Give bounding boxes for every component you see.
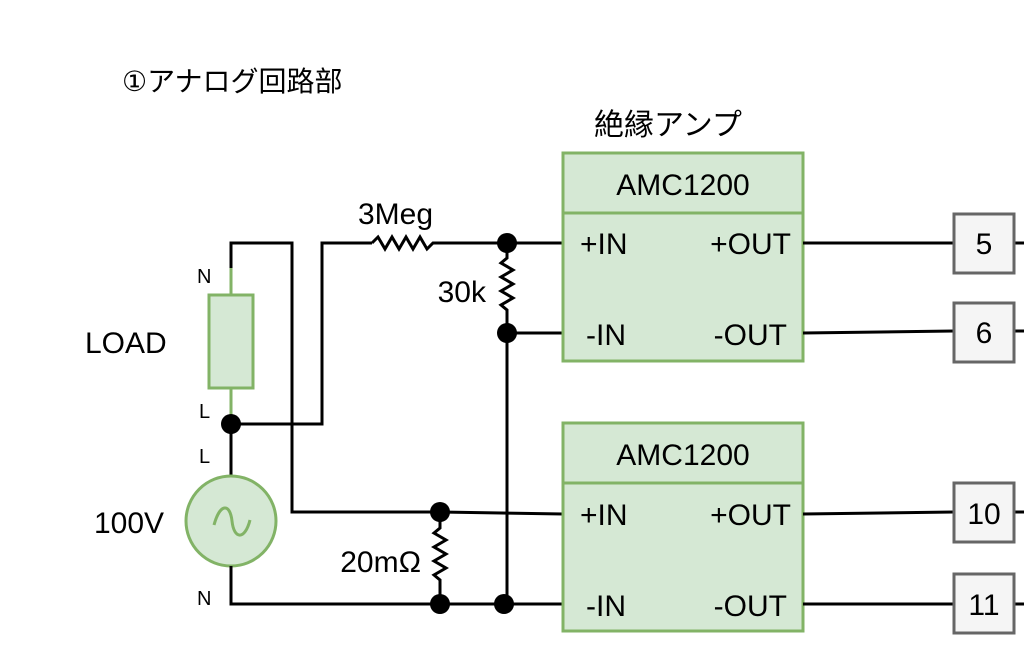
- wire-source-n: [229, 566, 563, 606]
- terminal-label: 10: [967, 498, 1000, 531]
- wire-load-n: [229, 241, 440, 514]
- section-title: ①アナログ回路部: [122, 65, 343, 98]
- terminal-label: 11: [968, 589, 999, 622]
- wire-l-to-divider: [231, 241, 372, 426]
- load-label: LOAD: [85, 327, 167, 360]
- pin-out-neg: -OUT: [714, 590, 787, 623]
- terminal-6: 6: [952, 301, 1016, 364]
- pin-in-neg: -IN: [586, 590, 626, 623]
- amp-group-label: 絶縁アンプ: [594, 108, 742, 143]
- load-pin-l: L: [199, 401, 210, 423]
- resistor-shunt: [431, 512, 449, 604]
- junction-dot: [497, 323, 517, 343]
- amp-part-label: AMC1200: [616, 169, 749, 202]
- pin-out-pos: +OUT: [710, 499, 791, 532]
- load-element: [207, 293, 255, 390]
- terminal-label: 6: [976, 317, 993, 350]
- amplifier-2: AMC1200 +IN -IN +OUT -OUT: [561, 421, 805, 633]
- junction-dot: [494, 594, 514, 614]
- wire-out-6: [802, 329, 955, 335]
- wire-amp2-in-pos: [439, 510, 564, 516]
- pin-in-pos: +IN: [580, 228, 628, 261]
- terminal-11: 11: [952, 572, 1016, 635]
- junction-dot: [221, 414, 241, 434]
- terminal-5: 5: [952, 212, 1016, 275]
- amplifier-1: AMC1200 +IN -IN +OUT -OUT: [561, 151, 805, 363]
- pin-in-neg: -IN: [586, 319, 626, 352]
- resistor-3meg: [370, 234, 507, 252]
- resistor-3meg-label: 3Meg: [358, 198, 433, 231]
- amp-body: [561, 481, 805, 633]
- pin-out-pos: +OUT: [710, 228, 791, 261]
- amp-header: [561, 151, 805, 215]
- junction-dot: [497, 233, 517, 253]
- amp-part-label: AMC1200: [616, 439, 749, 472]
- source-pin-n: N: [197, 588, 211, 610]
- terminal-label: 5: [976, 228, 993, 261]
- source-label: 100V: [94, 507, 164, 540]
- resistor-30k: [498, 243, 516, 333]
- resistor-shunt-label: 20mΩ: [340, 546, 421, 579]
- source-pin-l: L: [199, 446, 210, 468]
- pin-in-pos: +IN: [580, 499, 628, 532]
- resistor-30k-label: 30k: [438, 276, 487, 309]
- load-pin-n: N: [197, 266, 211, 288]
- wire-out-10: [802, 510, 955, 516]
- junction-dot: [430, 594, 450, 614]
- pin-out-neg: -OUT: [714, 319, 787, 352]
- junction-dot: [430, 502, 450, 522]
- amp-body: [561, 211, 805, 363]
- sine-wave-icon: [212, 506, 252, 537]
- terminal-10: 10: [952, 481, 1016, 544]
